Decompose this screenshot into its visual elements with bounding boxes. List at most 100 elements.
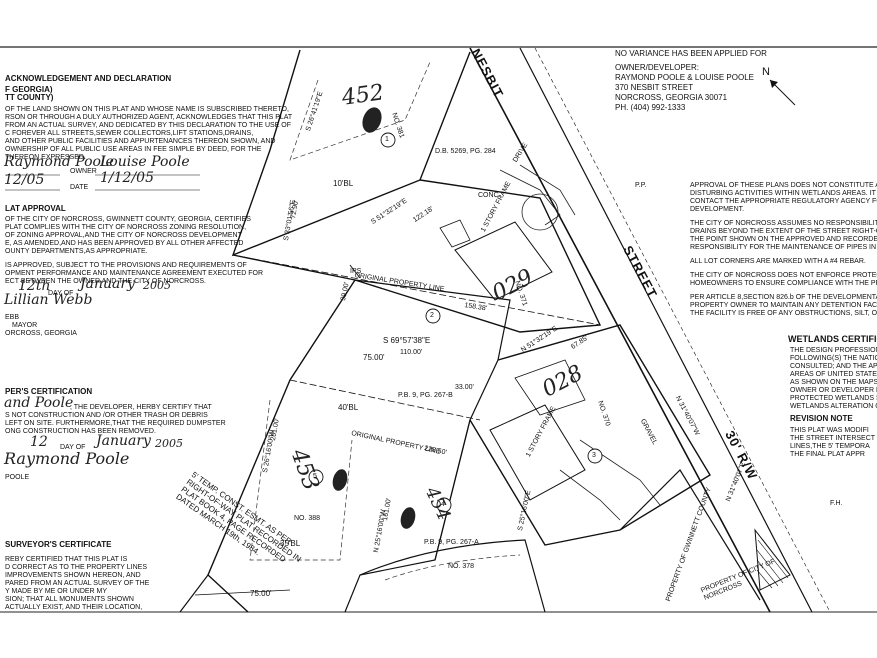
building-line-label: 35'BL <box>280 539 301 548</box>
revision-line: THE FINAL PLAT APPR <box>790 451 865 458</box>
approval-line: HOMEOWNERS TO ENSURE COMPLIANCE WITH THE… <box>690 280 877 287</box>
plat-book-ref-a: P.B. 9, PG. 267-A <box>424 539 479 546</box>
approval-line: CONTACT THE APPROPRIATE REGULATORY AGENC… <box>690 198 877 205</box>
approval-line: PER ARTICLE 8,SECTION 826.b OF THE DEVEL… <box>690 294 877 301</box>
lot-circle-4: 4 <box>441 501 445 508</box>
ack-line: TT COUNTY) <box>5 93 54 102</box>
lot-circle-5: 5 <box>313 473 317 480</box>
wetlands-line: THE DESIGN PROFESSIONAL <box>790 347 877 354</box>
mayor-name: EBB <box>5 314 20 321</box>
house-no-378: NO. 378 <box>448 563 475 570</box>
wetlands-title: WETLANDS CERTIFIC <box>788 334 877 344</box>
house-028 <box>489 404 586 501</box>
revision-line: THE STREET INTERSECT <box>790 435 876 442</box>
owner-signature: Louise Poole <box>100 154 190 170</box>
mayor-signature: Lillian Webb <box>4 292 93 308</box>
surv-line: SION; THAT ALL MONUMENTS SHOWN <box>5 596 134 603</box>
dev-month: January <box>96 433 151 449</box>
surv-line: REBY CERTIFIED THAT THIS PLAT IS <box>5 556 128 563</box>
north-arrow-label: N <box>762 66 770 78</box>
ack-line: C FOREVER ALL STREETS,SEWER COLLECTORS,L… <box>5 130 254 137</box>
ack-line: OF THE LAND SHOWN ON THIS PLAT AND WHOSE… <box>5 106 289 113</box>
lot-circle-2: 2 <box>430 312 434 319</box>
revision-block: THIS PLAT WAS MODIFI THE STREET INTERSEC… <box>790 427 875 459</box>
owner-sig-label: OWNER <box>70 168 97 175</box>
lot-number-453: 453 <box>285 445 324 494</box>
revision-line: THIS PLAT WAS MODIFI <box>790 427 869 434</box>
plat-month: January <box>80 276 135 292</box>
approval-line: DISTURBING ACTIVITIES WITHIN WETLANDS AR… <box>690 190 877 197</box>
wetlands-line: FOLLOWING(S) THE NATION <box>790 355 877 362</box>
owner-phone: PH. (404) 992-1333 <box>615 103 686 112</box>
plat-line: OF ZONING APPROVAL,AND THE CITY OF NORCR… <box>5 232 242 239</box>
wetlands-line: CONSULTED; AND THE APP <box>790 363 877 370</box>
plat-line: ECT BETWEEN THE OWNER AND THE CITY OF NO… <box>5 278 206 285</box>
variance-note: NO VARIANCE HAS BEEN APPLIED FOR <box>615 49 767 58</box>
mayor-title: MAYOR <box>12 322 38 329</box>
dev-name: POOLE <box>5 474 30 481</box>
wetlands-line: AREAS OF UNITED STATES <box>790 371 877 378</box>
wetlands-line: AS SHOWN ON THE MAPS; <box>790 379 877 386</box>
dev-day: 12 <box>30 434 48 450</box>
wetlands-line: WETLANDS ALTERATION C <box>790 403 877 410</box>
approval-line: THE FACILITY IS FREE OF ANY OBSTRUCTIONS… <box>690 310 877 317</box>
wetlands-line: PROTECTED WETLANDS SH <box>790 395 877 402</box>
dev-year: 2005 <box>155 437 183 450</box>
house-no-388: NO. 388 <box>294 515 321 522</box>
ack-line: RSON OR THROUGH A DULY AUTHORIZED AGENT,… <box>5 114 293 121</box>
developer-signature: and Poole <box>4 395 74 411</box>
approval-line: ALL LOT CORNERS ARE MARKED WITH A #4 REB… <box>690 258 866 265</box>
approval-line: DEVELOPMENT. <box>690 206 745 213</box>
developer-cert-block-2: S NOT CONSTRUCTION AND /OR OTHER TRASH O… <box>5 412 226 436</box>
ack-line: FROM AN ACTUAL SURVEY, AND DEDICATED BY … <box>5 122 292 129</box>
building-line-label: 40'BL <box>338 403 359 412</box>
ack-line: OWNERSHIP OF ALL PUBLIC USE AREAS IN FEE… <box>5 146 262 153</box>
pp-label: P.P. <box>635 182 647 189</box>
developer-cert-title: PER'S CERTIFICATION <box>5 387 93 396</box>
owner-label: OWNER/DEVELOPER: <box>615 63 700 72</box>
owner-street: 370 NESBIT STREET <box>615 83 694 92</box>
revision-line: LINES,THE 5' TEMPORA <box>790 443 870 450</box>
approval-line: DRAINS BEYOND THE EXTENT OF THE STREET R… <box>690 228 877 235</box>
distance-label: 75.00' <box>363 353 385 362</box>
bearing-label: S 69°57'38"E <box>383 336 431 345</box>
approval-line: THE CITY OF NORCROSS ASSUMES NO RESPONSI… <box>690 220 877 227</box>
surv-line: IMPROVEMENTS SHOWN HEREON, AND <box>5 572 141 579</box>
left-signature: Raymond Poole <box>4 154 114 170</box>
date-value: 1/12/05 <box>100 170 154 186</box>
plat-book-ref-b: P.B. 9, PG. 267-B <box>398 392 453 399</box>
surveyor-cert-title: SURVEYOR'S CERTIFICATE <box>5 540 112 549</box>
ack-title: ACKNOWLEDGEMENT AND DECLARATION <box>5 74 172 83</box>
plat-line: PLAT COMPLIES WITH THE CITY OF NORCROSS … <box>5 224 247 231</box>
ack-line: THEREON EXPRESSED. <box>5 154 86 161</box>
dev-signature-2: Raymond Poole <box>4 449 130 468</box>
surv-line: Y MADE BY ME OR UNDER MY <box>5 588 108 595</box>
plat-approval-title: LAT APPROVAL <box>5 204 66 213</box>
plat-day-label: DAY OF <box>48 290 74 297</box>
approval-line: PROPERTY OWNER TO MAINTAIN ANY DETENTION… <box>690 302 877 309</box>
row-line-west <box>469 47 771 613</box>
owner-city: NORCROSS, GEORGIA 30071 <box>615 93 728 102</box>
approval-notes: APPROVAL OF THESE PLANS DOES NOT CONSTIT… <box>690 182 877 318</box>
distance-label: 110.00' <box>400 349 423 356</box>
surv-line: D CORRECT AS TO THE PROPERTY LINES <box>5 564 147 571</box>
distance-label: 75.00' <box>250 589 272 598</box>
dev-day-label: DAY OF <box>60 444 86 451</box>
fh-label: F.H. <box>830 500 843 507</box>
dev-line: LEFT ON SITE. FURTHERMORE,THAT THE REQUI… <box>5 420 226 427</box>
ack-line: F GEORGIA) <box>5 85 53 94</box>
lot-circle-3: 3 <box>592 452 596 459</box>
plat-line: OUNTY DEPARTMENTS,AS APPROPRIATE. <box>5 248 148 255</box>
plat-line: OF THE CITY OF NORCROSS, GWINNETT COUNTY… <box>5 216 251 223</box>
ack-line: AND OTHER PUBLIC FACILITIES AND APPURTEN… <box>5 138 276 145</box>
dev-line: ONG CONSTRUCTION HAS BEEN REMOVED. <box>5 428 156 435</box>
plat-line: E, AS AMENDED,AND HAS BEEN APPROVED BY A… <box>5 240 244 247</box>
lot-number-452: 452 <box>340 80 386 111</box>
left-date: 12/05 <box>4 172 45 188</box>
row-line-east <box>519 47 813 613</box>
wetlands-line: OWNER OR DEVELOPER HA <box>790 387 877 394</box>
house-029 <box>454 221 553 301</box>
lot-454-boundary <box>344 419 471 613</box>
